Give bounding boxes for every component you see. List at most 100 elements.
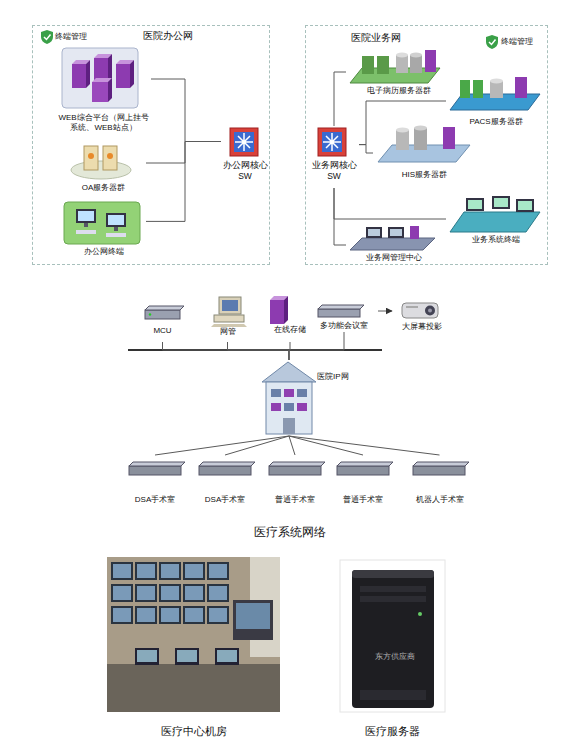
shield-icon (44, 35, 51, 40)
projector-icon (402, 303, 438, 318)
terminal-platform (518, 201, 532, 210)
switch-icon (318, 128, 346, 156)
pc-icon (214, 315, 244, 322)
control-room-photo (177, 650, 197, 662)
terminal-platform (466, 198, 484, 211)
room-device (337, 466, 389, 475)
control-room-photo (207, 584, 229, 602)
network-device: 在线存储 (265, 294, 315, 342)
server-icon (71, 146, 131, 179)
building-icon (283, 418, 295, 434)
control-room-photo (135, 648, 159, 665)
switch-icon (230, 128, 258, 156)
meeting-device (318, 305, 364, 317)
projector-icon (406, 306, 418, 308)
connector-line (334, 72, 346, 126)
connector-line (225, 436, 289, 455)
node-label: 普通手术室 (333, 495, 393, 505)
node-label: WEB综合平台（网上挂号系统、WEB站点） (56, 113, 151, 133)
server-icon (108, 54, 112, 82)
switch-icon (234, 132, 254, 152)
control-room-photo (107, 557, 280, 712)
control-room-photo (209, 564, 227, 578)
meeting-device (318, 309, 360, 317)
room-device (269, 462, 325, 466)
terminal-platform (366, 227, 382, 238)
node-label: 电子病历服务器群 (346, 86, 451, 96)
server-photo (360, 596, 426, 602)
control-room-photo (183, 584, 205, 602)
control-room-photo (159, 562, 181, 580)
control-room-photo (236, 603, 270, 629)
node-label: 普通手术室 (265, 495, 325, 505)
control-room-photo (215, 648, 239, 665)
server-icon (92, 82, 108, 102)
terminal-group: 办公网终端 (61, 199, 146, 263)
mcu-device (145, 306, 184, 319)
server-photo (340, 560, 445, 712)
network-device: 网管 (205, 294, 250, 342)
control-room-photo (135, 584, 157, 602)
node-label: DSA手术室 (195, 495, 255, 505)
control-room-photo (137, 608, 155, 622)
control-room-photo (111, 562, 229, 624)
terminal-icon (64, 202, 140, 244)
projector-icon (428, 309, 432, 313)
server-icon (71, 161, 131, 179)
connector-line (289, 332, 344, 360)
connector-line (146, 142, 221, 164)
shield-icon (486, 35, 498, 49)
projector-icon (402, 303, 438, 318)
control-room-photo (159, 584, 181, 602)
photo-frame: 医疗服务器 (330, 555, 455, 747)
node-label: 终端管理 (55, 32, 105, 42)
room-device (269, 466, 321, 475)
control-room-photo (175, 648, 199, 665)
node-label: 医院业务网 (336, 32, 416, 45)
building-icon (297, 403, 307, 411)
server-icon (88, 153, 94, 159)
room-device (129, 462, 469, 475)
terminal-icon (114, 227, 118, 231)
core-switch: 业务网核心 SW (309, 126, 359, 188)
storage-icon (284, 296, 288, 324)
shield-icon (41, 30, 53, 44)
server-icon (84, 146, 98, 170)
node-label: OA服务器群 (61, 183, 146, 193)
server-icon (103, 146, 117, 170)
control-room-photo (161, 564, 179, 578)
control-room-photo (113, 564, 131, 578)
server-platform (490, 81, 503, 98)
server-platform (460, 80, 470, 98)
control-room-photo (159, 606, 181, 624)
node-label: 业务系统终端 (446, 235, 546, 245)
terminal-platform (450, 196, 540, 232)
switch-icon (235, 133, 253, 151)
terminal-icon (84, 223, 88, 227)
connector-line (163, 342, 289, 360)
server-platform (410, 53, 422, 58)
control-room-photo (207, 562, 229, 580)
server-icon (62, 48, 138, 108)
terminal-icon (76, 230, 96, 234)
control-room-photo (183, 606, 205, 624)
node-label: 多功能会议室 (310, 321, 378, 331)
connector-line (334, 188, 446, 219)
terminal-icon (108, 215, 124, 225)
control-room-photo (135, 562, 157, 580)
building-icon (262, 362, 316, 382)
network-panel: 终端管理医院办公网WEB综合平台（网上挂号系统、WEB站点）OA服务器群办公网终… (32, 25, 270, 265)
connector-line (289, 342, 290, 360)
node-label: 医疗中心机房 (105, 725, 283, 739)
network-device: 大屏幕投影 (392, 294, 452, 340)
building-icon (271, 403, 281, 411)
connector-line (146, 142, 221, 222)
terminal-platform (388, 227, 404, 238)
control-room-photo (233, 600, 273, 640)
terminal-icon (76, 209, 96, 223)
server-icon (108, 78, 112, 102)
control-room-photo (161, 586, 179, 600)
server-platform (396, 55, 408, 73)
